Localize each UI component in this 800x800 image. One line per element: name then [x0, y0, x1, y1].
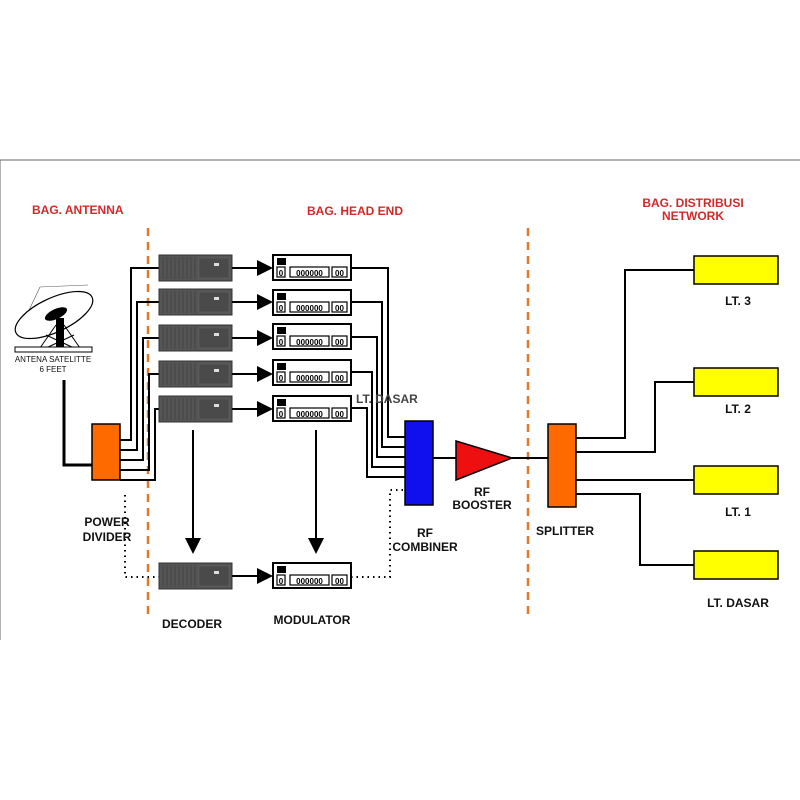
- panel-text: 00: [335, 304, 344, 313]
- splitter-output-cables: [576, 269, 694, 566]
- floor-label: LT. 1: [725, 505, 751, 519]
- decoder-unit: [158, 360, 273, 388]
- panel-text: 000000: [296, 374, 323, 383]
- power-divider: [91, 423, 121, 481]
- dotted-combiner-cable: [351, 489, 405, 578]
- combiner-label-2: COMBINER: [392, 540, 458, 554]
- floor-box: [693, 255, 779, 285]
- section-distribution-2: NETWORK: [662, 209, 724, 223]
- splitter: [547, 423, 577, 508]
- panel-text: 0: [279, 410, 284, 419]
- panel-text: 000000: [296, 304, 323, 313]
- decoder-unit: [158, 562, 273, 590]
- modulator-label: MODULATOR: [274, 613, 351, 627]
- panel-text: 0: [279, 304, 284, 313]
- antenna-label: ANTENA SATELITTE: [15, 355, 91, 364]
- decoder-unit: [158, 288, 273, 316]
- panel-text: 000000: [296, 338, 323, 347]
- satellite-dish-icon: [14, 284, 94, 353]
- combiner-label: RF: [417, 526, 433, 540]
- decoder-unit: [158, 324, 273, 352]
- panel-text: 000000: [296, 577, 323, 586]
- floor-box: [693, 367, 779, 397]
- section-head-end: BAG. HEAD END: [307, 204, 403, 218]
- panel-text: 00: [335, 577, 344, 586]
- dotted-divider-cable: [124, 495, 159, 578]
- booster-label: RF: [474, 485, 490, 499]
- decoder-unit: [158, 254, 273, 282]
- modulator-to-combiner-cables: [351, 267, 405, 478]
- panel-text: 00: [335, 269, 344, 278]
- overlay-text: LT. DASAR: [356, 392, 418, 406]
- panel-text: 0: [279, 269, 284, 278]
- section-antenna: BAG. ANTENNA: [32, 203, 124, 217]
- rf-combiner: [404, 420, 434, 506]
- rf-booster: [455, 439, 515, 482]
- section-distribution: BAG. DISTRIBUSI: [642, 196, 743, 210]
- floor-box: [693, 550, 779, 580]
- antenna-cable: [62, 380, 92, 467]
- panel-text: 0: [279, 374, 284, 383]
- panel-text: 00: [335, 410, 344, 419]
- panel-text: 000000: [296, 269, 323, 278]
- decoder-unit: [158, 395, 273, 423]
- floor-label: LT. 3: [725, 294, 751, 308]
- panel-text: 000000: [296, 410, 323, 419]
- power-divider-label-2: DIVIDER: [83, 530, 132, 544]
- floor-label: LT. DASAR: [707, 596, 769, 610]
- panel-text: 00: [335, 338, 344, 347]
- floor-box: [693, 465, 779, 495]
- panel-text: 00: [335, 374, 344, 383]
- decoder-label: DECODER: [162, 617, 222, 631]
- antenna-label-2: 6 FEET: [39, 365, 66, 374]
- power-divider-label: POWER: [84, 515, 130, 529]
- panel-text: 0: [279, 338, 284, 347]
- booster-label-2: BOOSTER: [452, 498, 512, 512]
- splitter-label: SPLITTER: [536, 524, 594, 538]
- floor-label: LT. 2: [725, 402, 751, 416]
- panel-text: 0: [279, 577, 284, 586]
- divider-to-decoder-cables: [120, 267, 159, 481]
